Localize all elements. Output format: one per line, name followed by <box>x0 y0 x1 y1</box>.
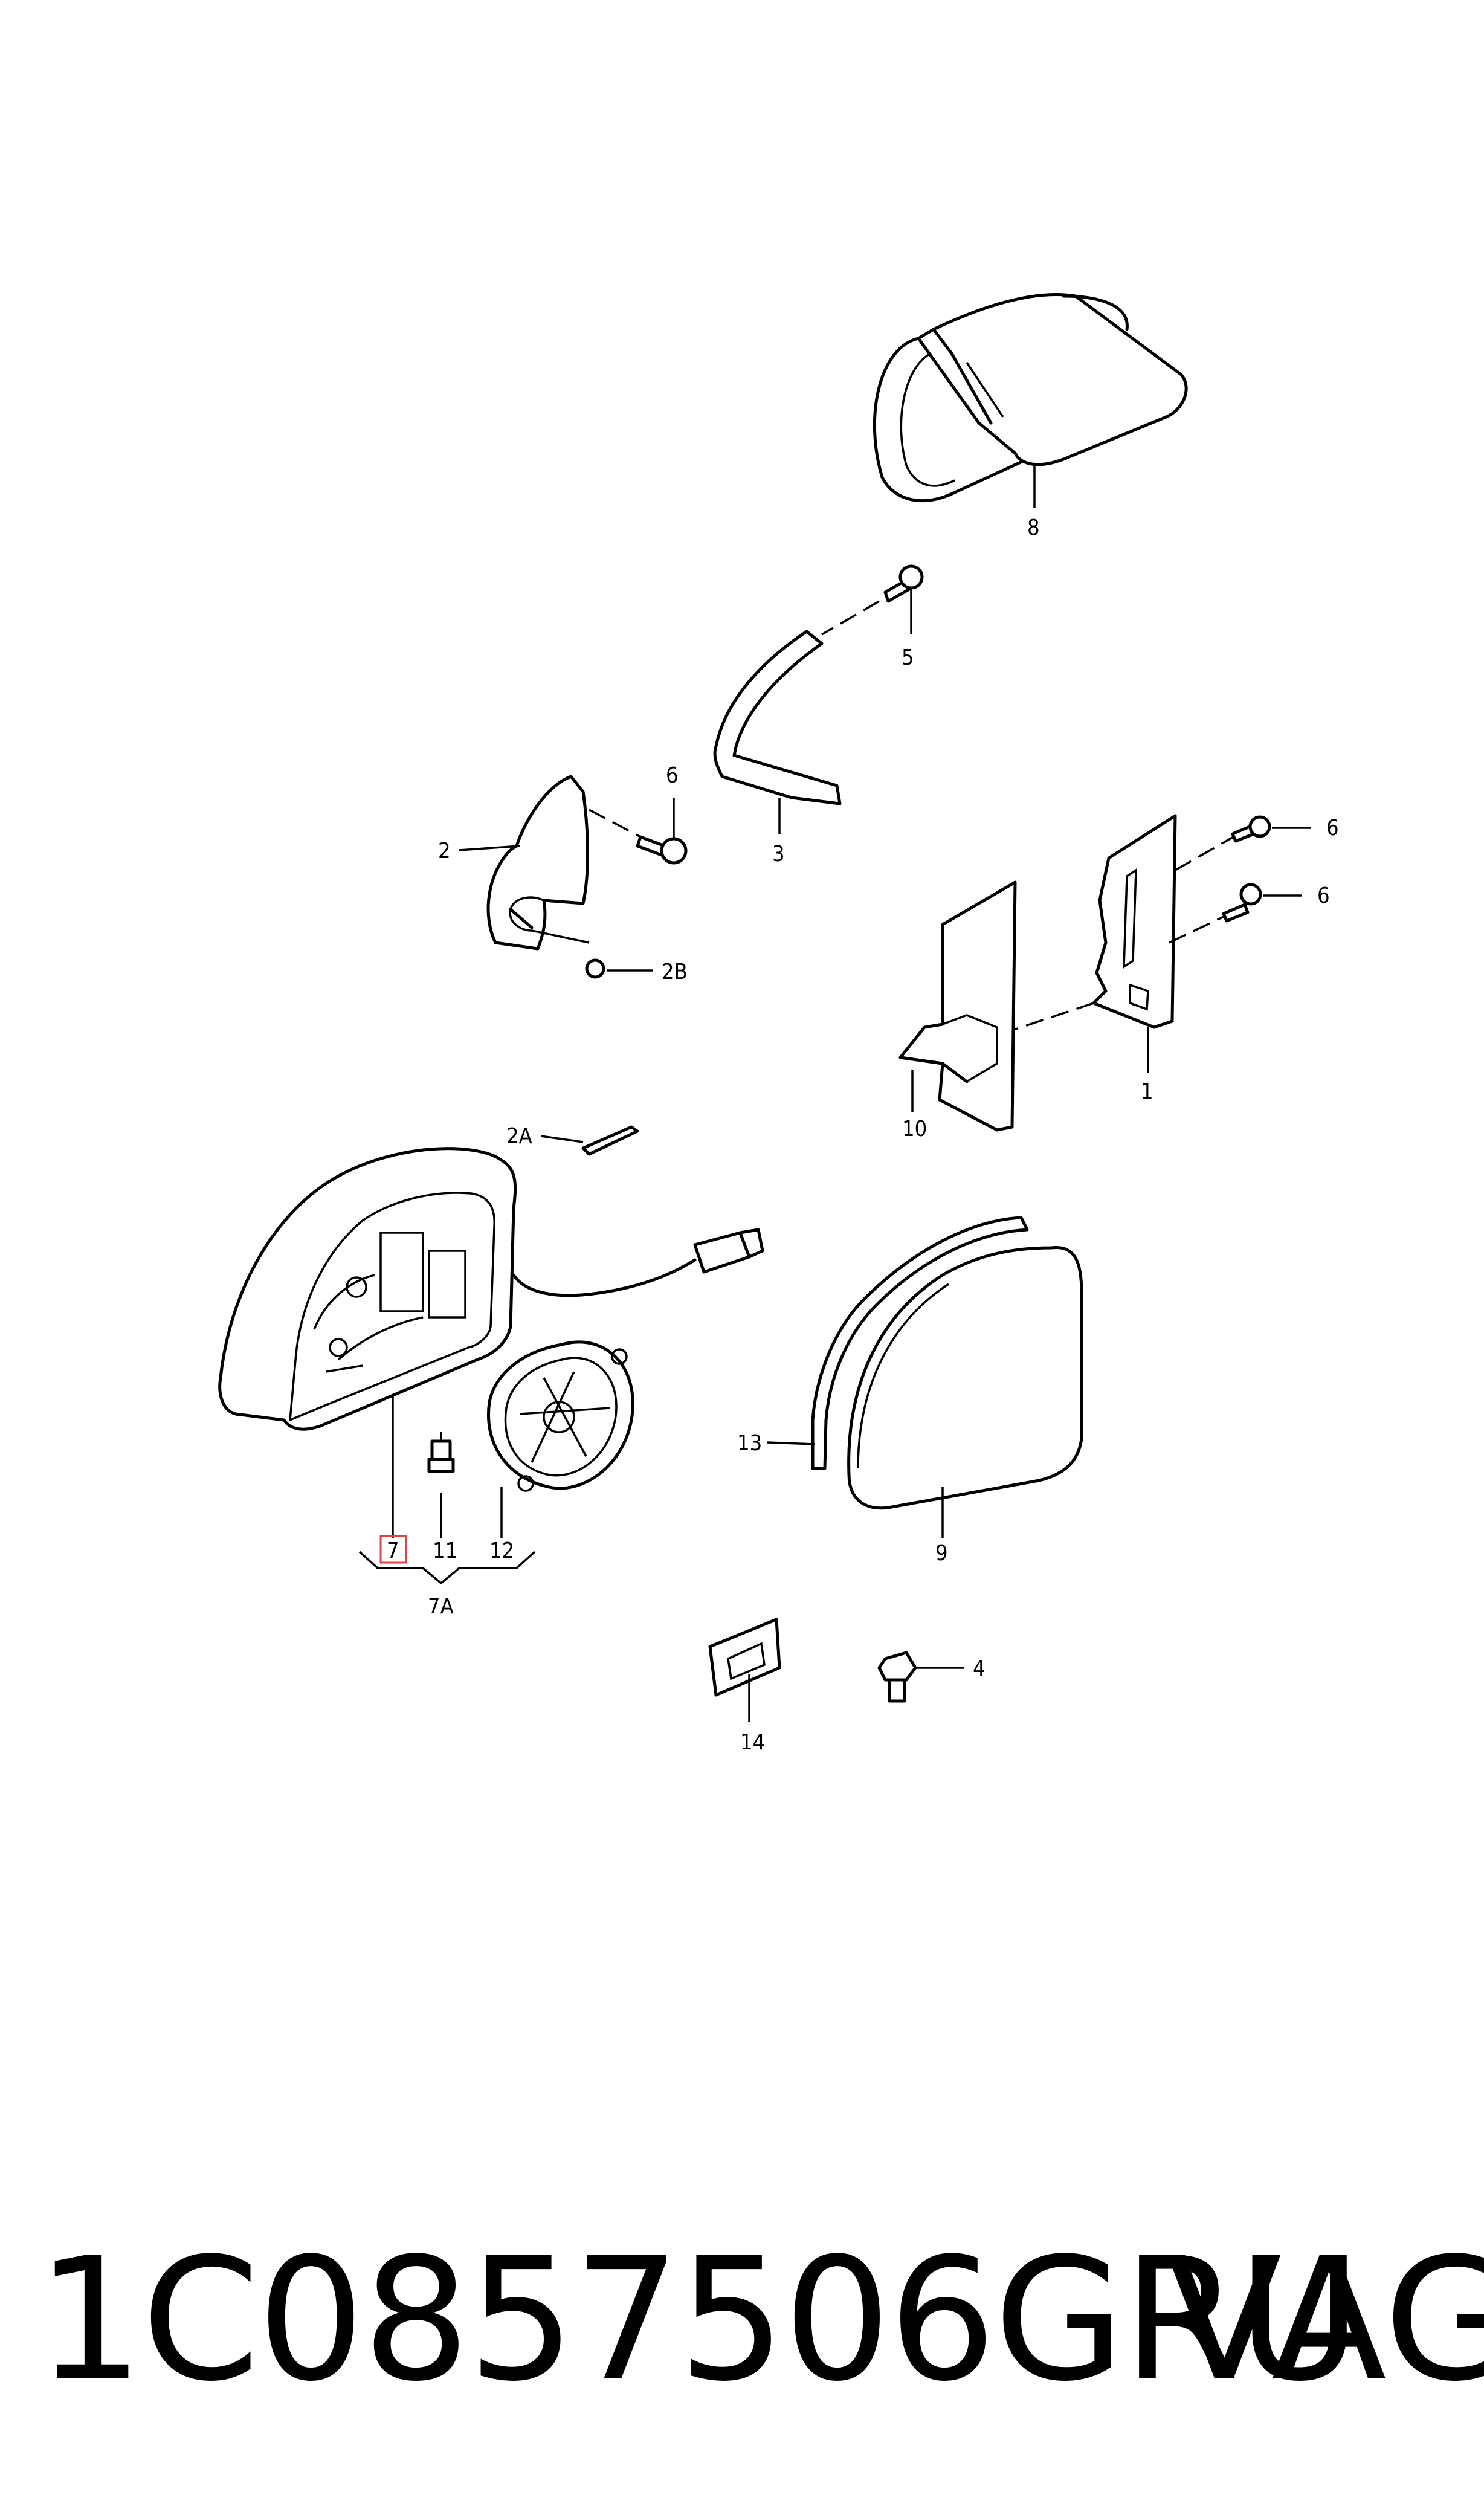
label-6-center: 6 <box>666 763 679 788</box>
part-6-screw-right-top <box>1231 815 1311 843</box>
part-7-mirror-housing <box>218 1147 764 1431</box>
part-11-screw <box>427 1432 455 1473</box>
dash-1-10 <box>1002 1002 1094 1035</box>
part-12-adjuster-motor <box>487 1340 634 1492</box>
part-6-screw-right-bottom <box>1222 883 1302 923</box>
part-2-cover <box>486 775 590 951</box>
part-2b-small-screw <box>585 958 653 979</box>
dash-5-3 <box>821 600 880 636</box>
label-2b: 2B <box>662 960 688 984</box>
part-13-edge-seal <box>811 1216 1029 1470</box>
label-4: 4 <box>973 1656 986 1681</box>
part-3-seal-strip <box>713 630 842 805</box>
part-2a-pad <box>540 1125 639 1156</box>
label-12: 12 <box>489 1538 514 1563</box>
part-8-mirror-cap <box>873 293 1188 503</box>
diagram-canvas: 8 5 3 2 6 2B 6 6 1 10 2A 13 7 11 12 9 7A… <box>218 293 1339 1755</box>
part-4-bolt <box>877 1651 964 1703</box>
leader-13 <box>767 1441 815 1445</box>
label-7: 7 <box>387 1538 399 1563</box>
label-3: 3 <box>772 842 785 867</box>
part-1-bracket <box>1092 814 1177 1029</box>
label-1: 1 <box>1141 1079 1153 1104</box>
label-11: 11 <box>433 1538 457 1563</box>
label-14: 14 <box>740 1730 765 1755</box>
dash-2-6 <box>589 809 641 838</box>
bracket-7a <box>358 1551 536 1585</box>
label-7a: 7A <box>428 1594 454 1619</box>
dash-1-6b <box>1169 911 1233 944</box>
part-10-inner-panel <box>898 880 1017 1132</box>
label-10: 10 <box>902 1117 927 1141</box>
leader-2 <box>459 845 520 851</box>
label-6-right-bottom: 6 <box>1317 883 1330 908</box>
label-9: 9 <box>935 1541 948 1566</box>
label-13: 13 <box>737 1431 762 1456</box>
part-number: 1C0857506GRU <box>36 2222 1361 2419</box>
label-5: 5 <box>902 645 914 670</box>
part-6-screw-center <box>636 798 688 865</box>
part-9-mirror-glass <box>847 1245 1083 1510</box>
dash-1-6a <box>1175 833 1239 871</box>
label-2a: 2A <box>506 1124 532 1149</box>
part-5-screw <box>883 564 924 634</box>
brand-name: VAG <box>1166 2222 1484 2419</box>
label-2: 2 <box>438 839 451 864</box>
highlight-7 <box>379 1535 407 1564</box>
label-6-right-top: 6 <box>1326 816 1339 841</box>
label-8: 8 <box>1027 515 1040 540</box>
part-14-clip <box>708 1618 781 1697</box>
